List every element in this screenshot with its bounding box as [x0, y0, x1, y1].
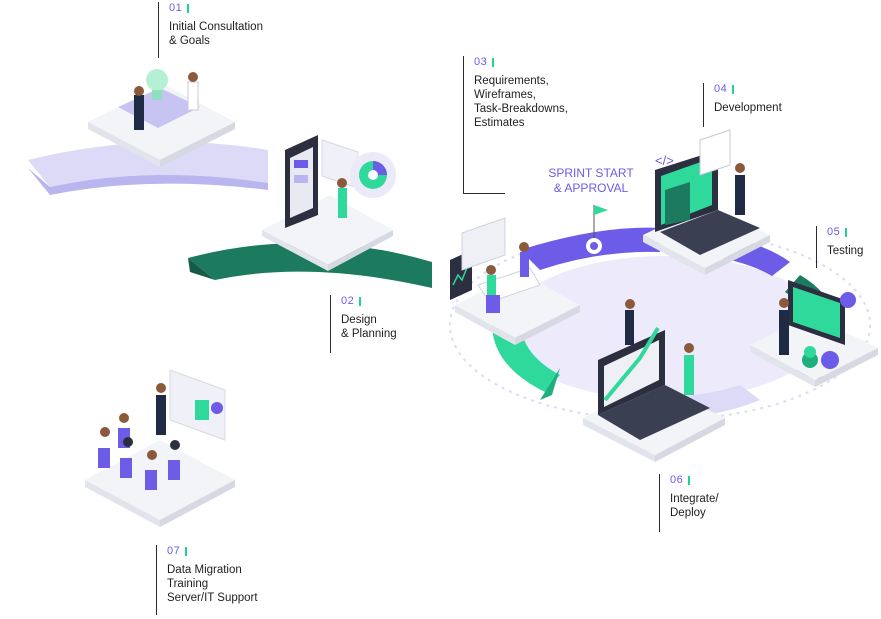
step-07: 07 Data Migration Training Server/IT Sup…: [156, 545, 258, 615]
step-05-platform: [750, 280, 878, 387]
step-label: Development: [714, 102, 782, 114]
tick-mark-icon: [185, 546, 188, 556]
step-number: 06: [670, 474, 684, 486]
step-label: Integrate/ Deploy: [670, 493, 719, 519]
step-number: 03: [474, 56, 488, 68]
step-label: Requirements, Wireframes, Task-Breakdown…: [474, 75, 568, 129]
step-02: 02 Design & Planning: [330, 295, 397, 353]
tick-mark-icon: [492, 57, 495, 67]
step-03: 03 Requirements, Wireframes, Task-Breakd…: [463, 56, 568, 152]
step-01: 01 Initial Consultation & Goals: [158, 2, 263, 58]
step-04: 04 Development: [703, 83, 782, 127]
step-04-platform: </>: [643, 129, 770, 275]
step-03-connector: [463, 152, 505, 194]
step-06: 06 Integrate/ Deploy: [659, 474, 719, 532]
step-01-platform: [88, 69, 235, 167]
tick-mark-icon: [845, 227, 848, 237]
step-02-platform: [262, 135, 396, 271]
step-number: 04: [714, 83, 728, 95]
step-label: Testing: [827, 245, 864, 257]
step-03-platform: [450, 217, 580, 345]
sprint-start-label: SPRINT START & APPROVAL: [548, 166, 634, 195]
step-label: Design & Planning: [341, 314, 397, 340]
step-number: 05: [827, 226, 841, 238]
tick-mark-icon: [732, 84, 735, 94]
tick-mark-icon: [688, 475, 691, 485]
step-07-platform: [85, 369, 235, 527]
step-label: Data Migration Training Server/IT Suppor…: [167, 564, 258, 604]
step-05: 05 Testing: [816, 226, 863, 268]
step-label: Initial Consultation & Goals: [169, 21, 263, 47]
svg-text:</>: </>: [655, 153, 674, 168]
step-06-platform: [583, 299, 725, 462]
step-02-arrow: [188, 242, 432, 288]
step-01-arrow: [28, 142, 268, 195]
tick-mark-icon: [359, 296, 362, 306]
step-number: 07: [167, 545, 181, 557]
step-number: 02: [341, 295, 355, 307]
step-number: 01: [169, 2, 183, 14]
tick-mark-icon: [187, 3, 190, 13]
